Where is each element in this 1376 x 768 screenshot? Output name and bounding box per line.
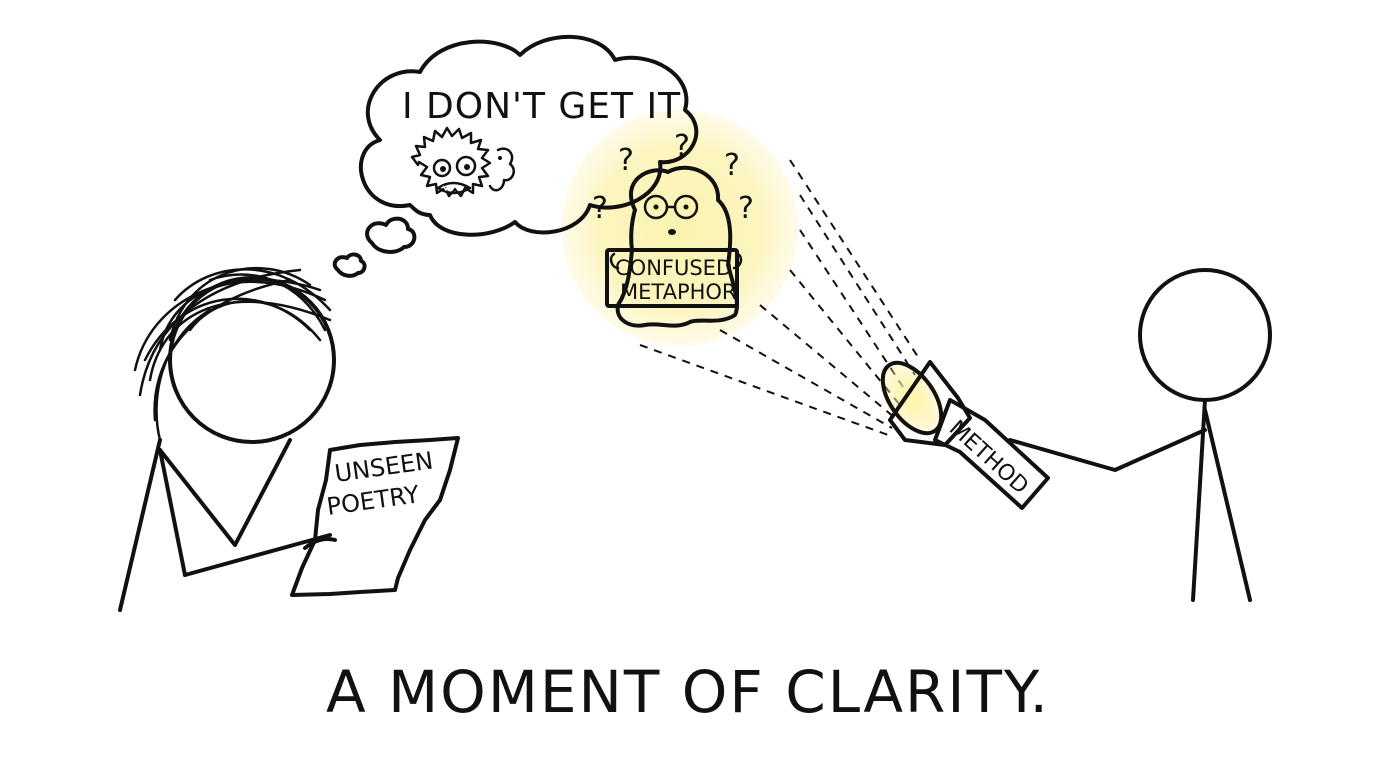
question-mark-1: ? [618,143,634,178]
flashlight-label: METHOD [944,416,1033,500]
question-mark-3: ? [724,148,740,183]
confused-stick-figure [118,266,336,612]
flashlight-icon: METHOD [879,360,1050,510]
confused-metaphor-sign [605,248,739,308]
paper-line1: UNSEEN [333,446,435,488]
messy-hair [133,266,332,442]
sign-line1: CONFUSED [615,256,732,280]
comic-caption: A MOMENT OF CLARITY. [326,658,1050,726]
question-mark-4: ? [592,191,608,226]
flashlight-beam [639,159,921,436]
thought-text: I DON'T GET IT [402,86,681,127]
fuzzy-monster-icon [410,126,515,198]
question-mark-2: ? [674,129,690,164]
question-mark-5: ? [738,191,754,226]
thought-bubble: I DON'T GET IT [332,34,699,278]
helper-stick-figure [1008,268,1272,602]
sign-line2: METAPHOR [620,280,737,304]
unseen-poetry-paper: UNSEEN POETRY [290,436,460,597]
confused-metaphor-blob: CONFUSED METAPHOR [605,165,743,328]
question-marks: ? ? ? ? ? [592,129,754,226]
